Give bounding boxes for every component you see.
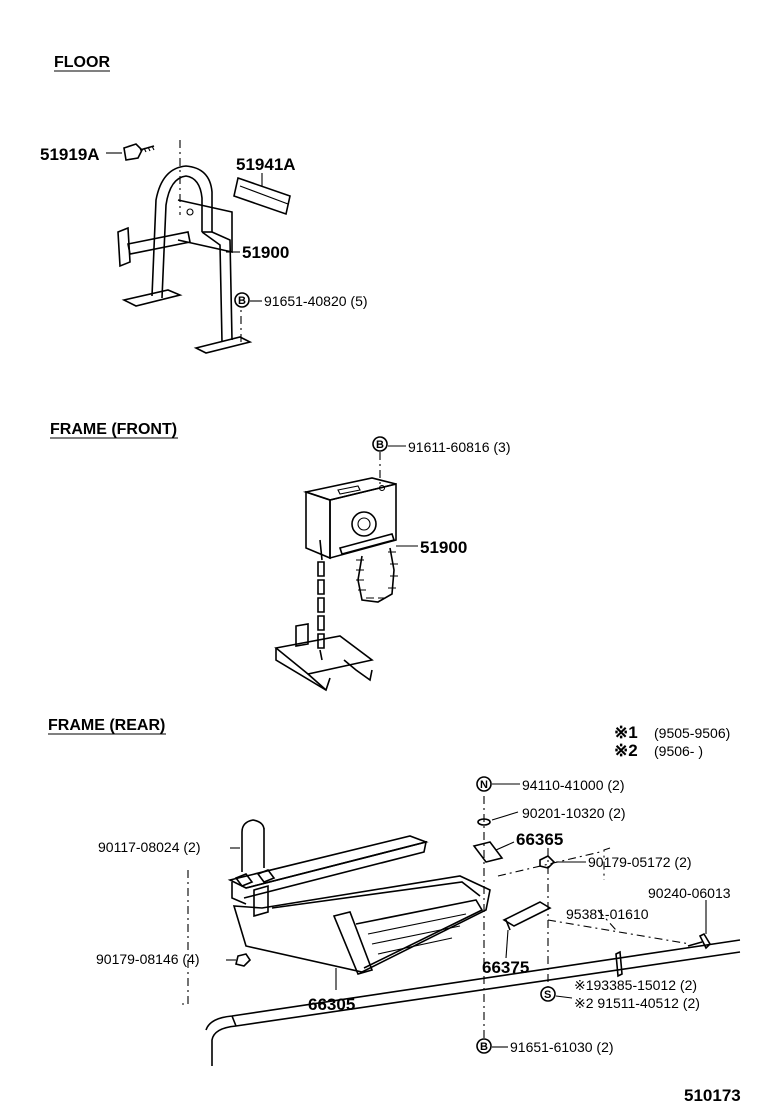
rear-part-66375: 66375 bbox=[482, 958, 529, 977]
legend-1-mark: ※1 bbox=[614, 723, 638, 742]
front-winch-carrier-drawing bbox=[274, 452, 398, 692]
rear-part-93385-15012: ※193385-15012 (2) bbox=[574, 977, 697, 993]
legend-2-range: (9506- ) bbox=[654, 743, 703, 759]
rear-part-90240-06013: 90240-06013 bbox=[648, 885, 731, 901]
floor-code-b-icon: B bbox=[234, 292, 250, 308]
rear-part-95381-01610: 95381-01610 bbox=[566, 906, 649, 922]
rear-part-91651-61030: 91651-61030 (2) bbox=[510, 1039, 614, 1055]
svg-text:B: B bbox=[480, 1041, 488, 1053]
svg-text:B: B bbox=[376, 439, 384, 451]
legend-2-mark: ※2 bbox=[614, 741, 638, 760]
rear-part-90117-08024: 90117-08024 (2) bbox=[98, 839, 200, 855]
legend-1-range: (9505-9506) bbox=[654, 725, 730, 741]
rear-code-n-icon: N bbox=[476, 776, 492, 792]
floor-part-51900: 51900 bbox=[242, 243, 289, 262]
rear-carrier-drawing bbox=[180, 796, 741, 1066]
floor-part-51919a: 51919A bbox=[40, 145, 100, 164]
floor-part-51941a: 51941A bbox=[236, 155, 296, 174]
rear-part-90179-05172: 90179-05172 (2) bbox=[588, 854, 692, 870]
section-title-frame-rear: FRAME (REAR) bbox=[48, 717, 165, 734]
floor-part-91651-40820: 91651-40820 (5) bbox=[264, 293, 368, 309]
front-code-b-icon: B bbox=[372, 436, 388, 452]
rear-part-90201-10320: 90201-10320 (2) bbox=[522, 805, 626, 821]
rear-part-66365: 66365 bbox=[516, 830, 563, 849]
section-title-floor: FLOOR bbox=[54, 54, 110, 71]
svg-text:B: B bbox=[238, 295, 246, 307]
rear-part-90179-08146: 90179-08146 (4) bbox=[96, 951, 200, 967]
rear-part-66305: 66305 bbox=[308, 995, 355, 1014]
svg-text:N: N bbox=[480, 779, 488, 791]
svg-text:S: S bbox=[544, 989, 551, 1001]
rear-part-91511-40512: ※2 91511-40512 (2) bbox=[574, 995, 700, 1011]
rear-code-b-icon: B bbox=[476, 1038, 492, 1054]
figure-id: 510173 bbox=[684, 1086, 741, 1105]
section-title-frame-front: FRAME (FRONT) bbox=[50, 421, 177, 438]
floor-spare-tire-carrier-drawing bbox=[117, 140, 291, 354]
front-part-91611-60816: 91611-60816 (3) bbox=[408, 439, 510, 455]
rear-part-94110-41000: 94110-41000 (2) bbox=[522, 777, 624, 793]
rear-code-s-icon: S bbox=[540, 986, 556, 1002]
front-part-51900: 51900 bbox=[420, 538, 467, 557]
